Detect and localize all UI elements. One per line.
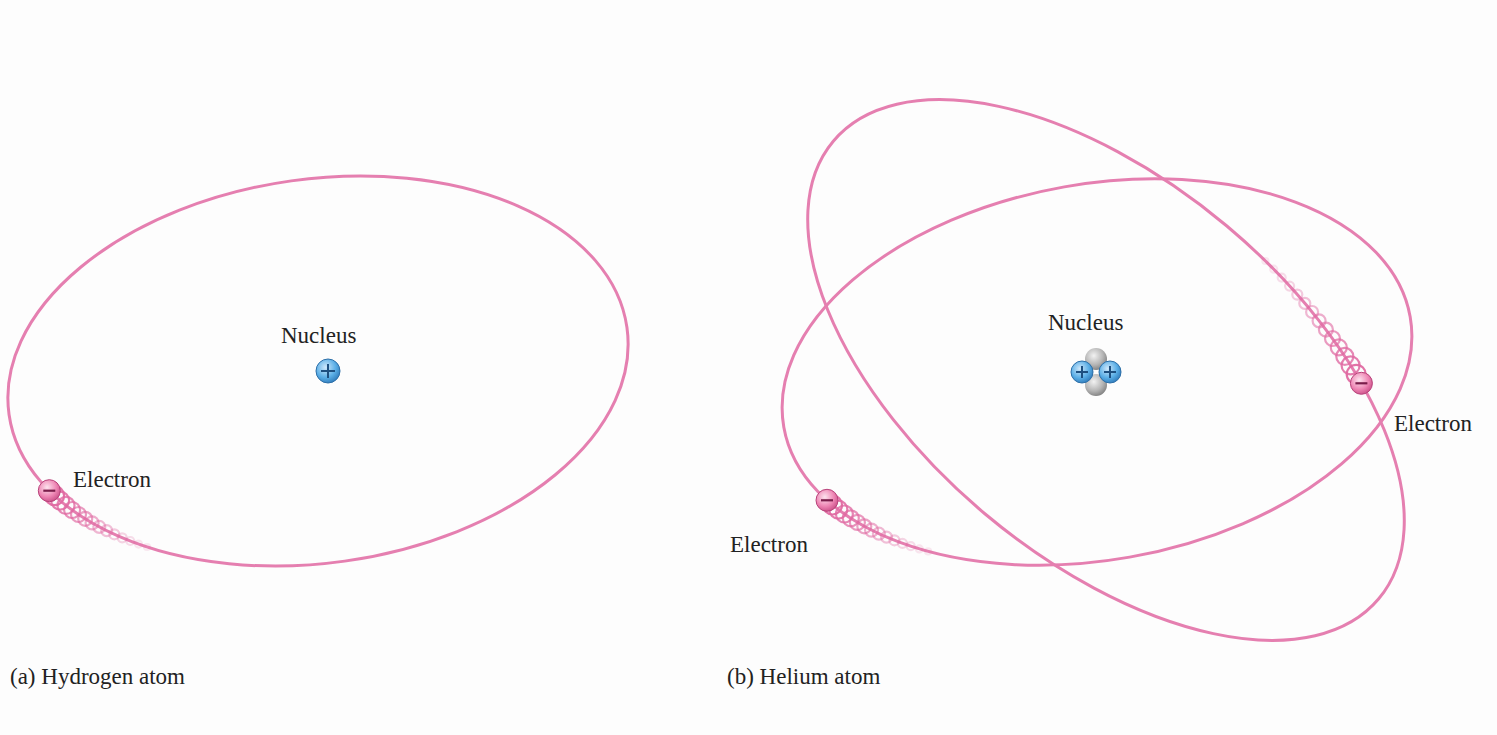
electron-label: Electron <box>730 532 808 557</box>
hydrogen-orbit <box>0 137 654 604</box>
electron-symbol <box>38 480 60 502</box>
helium-orbit <box>712 0 1497 735</box>
electron-symbol <box>1350 372 1372 394</box>
hydrogen-nucleus <box>316 359 340 383</box>
motion-trail <box>45 486 150 550</box>
caption: (b) Helium atom <box>727 664 880 689</box>
helium-orbit <box>751 132 1443 613</box>
helium-nucleus <box>1071 348 1121 396</box>
electron-trails <box>45 258 1366 554</box>
caption: (a) Hydrogen atom <box>10 664 185 689</box>
motion-trail <box>1262 258 1365 384</box>
electron-label: Electron <box>73 467 151 492</box>
nucleus-label: Nucleus <box>281 323 356 348</box>
electron-label: Electron <box>1394 411 1472 436</box>
electrons <box>38 372 1372 511</box>
motion-trail <box>823 496 931 555</box>
nucleus-label: Nucleus <box>1048 310 1123 335</box>
nuclei <box>316 348 1121 396</box>
electron-symbol <box>816 489 838 511</box>
